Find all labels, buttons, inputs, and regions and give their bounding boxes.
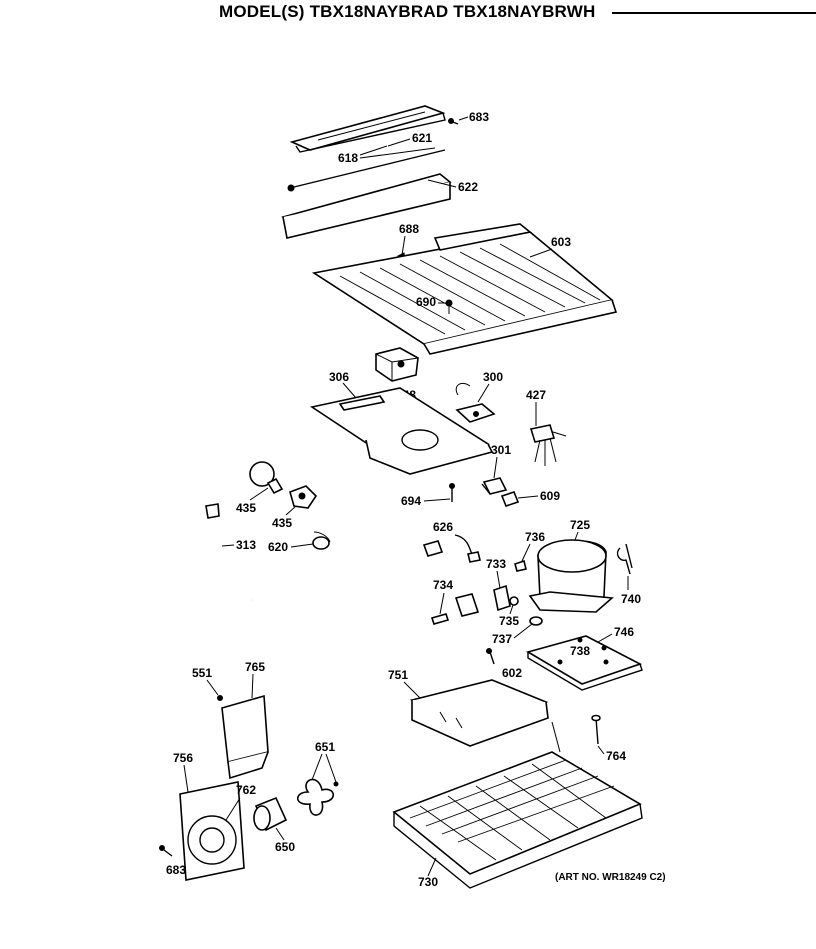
part-651-fan-blade[interactable]	[296, 778, 339, 816]
part-694-screw[interactable]	[449, 483, 455, 503]
label-733: 733	[486, 557, 506, 571]
label-751: 751	[388, 668, 408, 682]
part-746-base-plate[interactable]	[525, 635, 643, 691]
part-765-cover-panel[interactable]	[221, 694, 269, 780]
label-746: 746	[614, 625, 634, 639]
label-435-bulb: 435	[236, 501, 256, 515]
part-751-machine-cover[interactable]	[409, 679, 549, 747]
label-764: 764	[606, 749, 626, 763]
part-730-condenser[interactable]	[392, 721, 643, 889]
label-694: 694	[401, 494, 421, 508]
label-621: 621	[412, 131, 432, 145]
part-734-overload[interactable]	[430, 593, 480, 625]
part-609-connector[interactable]	[500, 491, 520, 507]
part-622-channel[interactable]	[281, 149, 452, 239]
part-313-drain-tube[interactable]	[205, 503, 254, 611]
part-690-screw[interactable]	[445, 299, 453, 314]
label-435-socket: 435	[272, 516, 292, 530]
diagram-title: MODEL(S) TBX18NAYBRAD TBX18NAYBRWH	[219, 2, 596, 21]
label-740: 740	[621, 592, 641, 606]
label-734: 734	[433, 578, 453, 592]
part-603-shelf[interactable]	[311, 223, 618, 355]
part-435-light-bulb[interactable]	[249, 461, 284, 495]
part-735-grommet[interactable]	[509, 596, 519, 606]
part-435-socket[interactable]	[289, 485, 318, 509]
label-618: 618	[338, 151, 358, 165]
label-602: 602	[502, 666, 522, 680]
label-683-top: 683	[469, 110, 489, 124]
label-688: 688	[399, 222, 419, 236]
label-735: 735	[499, 614, 519, 628]
part-620-knob[interactable]	[312, 531, 331, 550]
label-622: 622	[458, 180, 478, 194]
label-725: 725	[570, 518, 590, 532]
label-551: 551	[192, 666, 212, 680]
part-301-sensor[interactable]	[481, 477, 508, 495]
label-736: 736	[525, 530, 545, 544]
part-602-screw[interactable]	[486, 648, 495, 665]
label-762: 762	[236, 783, 256, 797]
label-730: 730	[418, 875, 438, 889]
label-756: 756	[173, 751, 193, 765]
label-603: 603	[551, 235, 571, 249]
part-427-harness[interactable]	[529, 424, 567, 466]
label-301: 301	[491, 443, 511, 457]
label-738: 738	[570, 644, 590, 658]
art-number: (ART NO. WR18249 C2)	[555, 872, 666, 883]
label-683-bottom: 683	[166, 863, 186, 877]
header-rule	[612, 12, 816, 14]
part-683-screw-bottom[interactable]	[159, 845, 173, 857]
part-756-fan-shroud[interactable]	[179, 781, 245, 881]
label-306: 306	[329, 370, 349, 384]
part-740-bracket[interactable]	[616, 543, 633, 575]
label-313: 313	[236, 538, 256, 552]
part-764-bolt[interactable]	[591, 714, 601, 745]
part-683-screw-top[interactable]	[448, 116, 469, 125]
label-690: 690	[416, 295, 436, 309]
label-300: 300	[483, 370, 503, 384]
label-737: 737	[492, 632, 512, 646]
label-609: 609	[540, 489, 560, 503]
part-650-fan-motor[interactable]	[253, 796, 288, 832]
label-765: 765	[245, 660, 265, 674]
part-733-relay[interactable]	[493, 584, 511, 612]
label-626: 626	[433, 520, 453, 534]
part-736-clip[interactable]	[514, 559, 527, 572]
part-737-grommet[interactable]	[529, 616, 543, 626]
label-620: 620	[268, 540, 288, 554]
label-651: 651	[315, 740, 335, 754]
part-300-thermostat[interactable]	[455, 382, 496, 423]
label-650: 650	[275, 840, 295, 854]
label-427: 427	[526, 388, 546, 402]
part-551-screw[interactable]	[217, 695, 223, 701]
part-725-compressor[interactable]	[528, 539, 614, 613]
part-306-control-housing[interactable]	[309, 387, 494, 475]
part-621-bracket[interactable]	[289, 105, 446, 153]
part-648-housing[interactable]	[375, 347, 419, 382]
part-626-wire[interactable]	[422, 534, 481, 563]
